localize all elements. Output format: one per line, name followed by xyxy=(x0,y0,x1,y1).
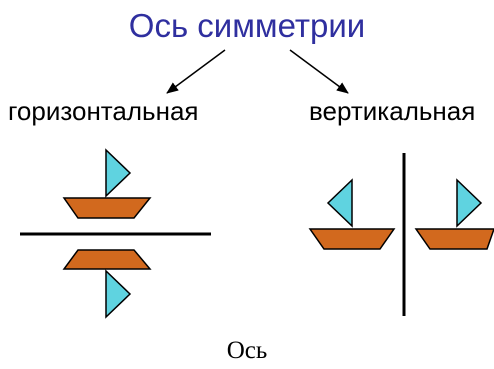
boat-left xyxy=(308,178,396,250)
sail-left xyxy=(326,178,353,228)
vertical-axis-label: вертикальная xyxy=(309,96,476,126)
boat-right xyxy=(414,178,494,250)
diagram-title: Ось симметрии xyxy=(128,7,366,44)
horizontal-axis-label: горизонтальная xyxy=(8,96,199,126)
boat-top xyxy=(62,148,152,219)
sail-top xyxy=(105,148,132,198)
arrow-to-vertical xyxy=(289,49,349,94)
hull-top xyxy=(62,197,152,219)
hull-left xyxy=(308,228,396,250)
arrow-to-horizontal xyxy=(166,49,226,94)
sail-right xyxy=(456,178,483,228)
boat-bottom xyxy=(62,249,152,319)
hull-bottom xyxy=(62,249,152,270)
hull-right xyxy=(414,228,494,250)
diagram-caption: Ось xyxy=(226,337,268,364)
sail-bottom xyxy=(105,269,132,319)
